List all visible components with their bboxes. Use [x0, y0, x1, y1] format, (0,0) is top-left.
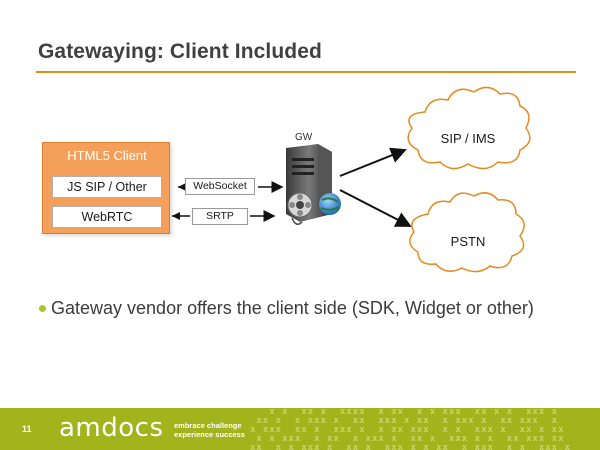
arrow-to-sip-ims	[339, 147, 407, 177]
pstn-cloud	[409, 192, 525, 273]
tagline-line-2: experience success	[174, 430, 245, 439]
client-title: HTML5 Client	[67, 148, 147, 163]
destination-label-pstn: PSTN	[450, 234, 486, 249]
gateway-server-icon	[286, 144, 341, 225]
title-divider	[36, 71, 576, 73]
slide-title: Gatewaying: Client Included	[38, 40, 322, 63]
websocket-arrow	[178, 181, 284, 193]
html5-client-box: HTML5 Client JS SIP / Other WebRTC	[42, 142, 170, 234]
gateway-label: GW	[295, 132, 313, 143]
footer-pattern: x x xx x xxxx x xx x x xxx xx x x xxx x …	[250, 408, 571, 450]
footer-bar: x x xx x xxxx x xx x x xxx xx x x xxx x …	[0, 408, 600, 450]
bullet-icon	[39, 305, 46, 312]
arrow-to-pstn	[339, 189, 412, 227]
client-item-webrtc: WebRTC	[52, 206, 162, 228]
srtp-arrow	[172, 210, 276, 222]
client-item-js-sip: JS SIP / Other	[52, 176, 162, 198]
brand-logo: amdocs	[59, 413, 164, 443]
tagline-line-1: embrace challenge	[174, 421, 242, 430]
brand-tagline: embrace challenge experience success	[174, 421, 245, 439]
protocol-label-websocket: WebSocket	[185, 178, 255, 195]
bullet-text: Gateway vendor offers the client side (S…	[51, 298, 534, 318]
protocol-label-srtp: SRTP	[192, 208, 248, 225]
page-number: 11	[22, 424, 32, 434]
destination-label-sip-ims: SIP / IMS	[440, 131, 496, 146]
sip-ims-cloud	[407, 86, 531, 170]
